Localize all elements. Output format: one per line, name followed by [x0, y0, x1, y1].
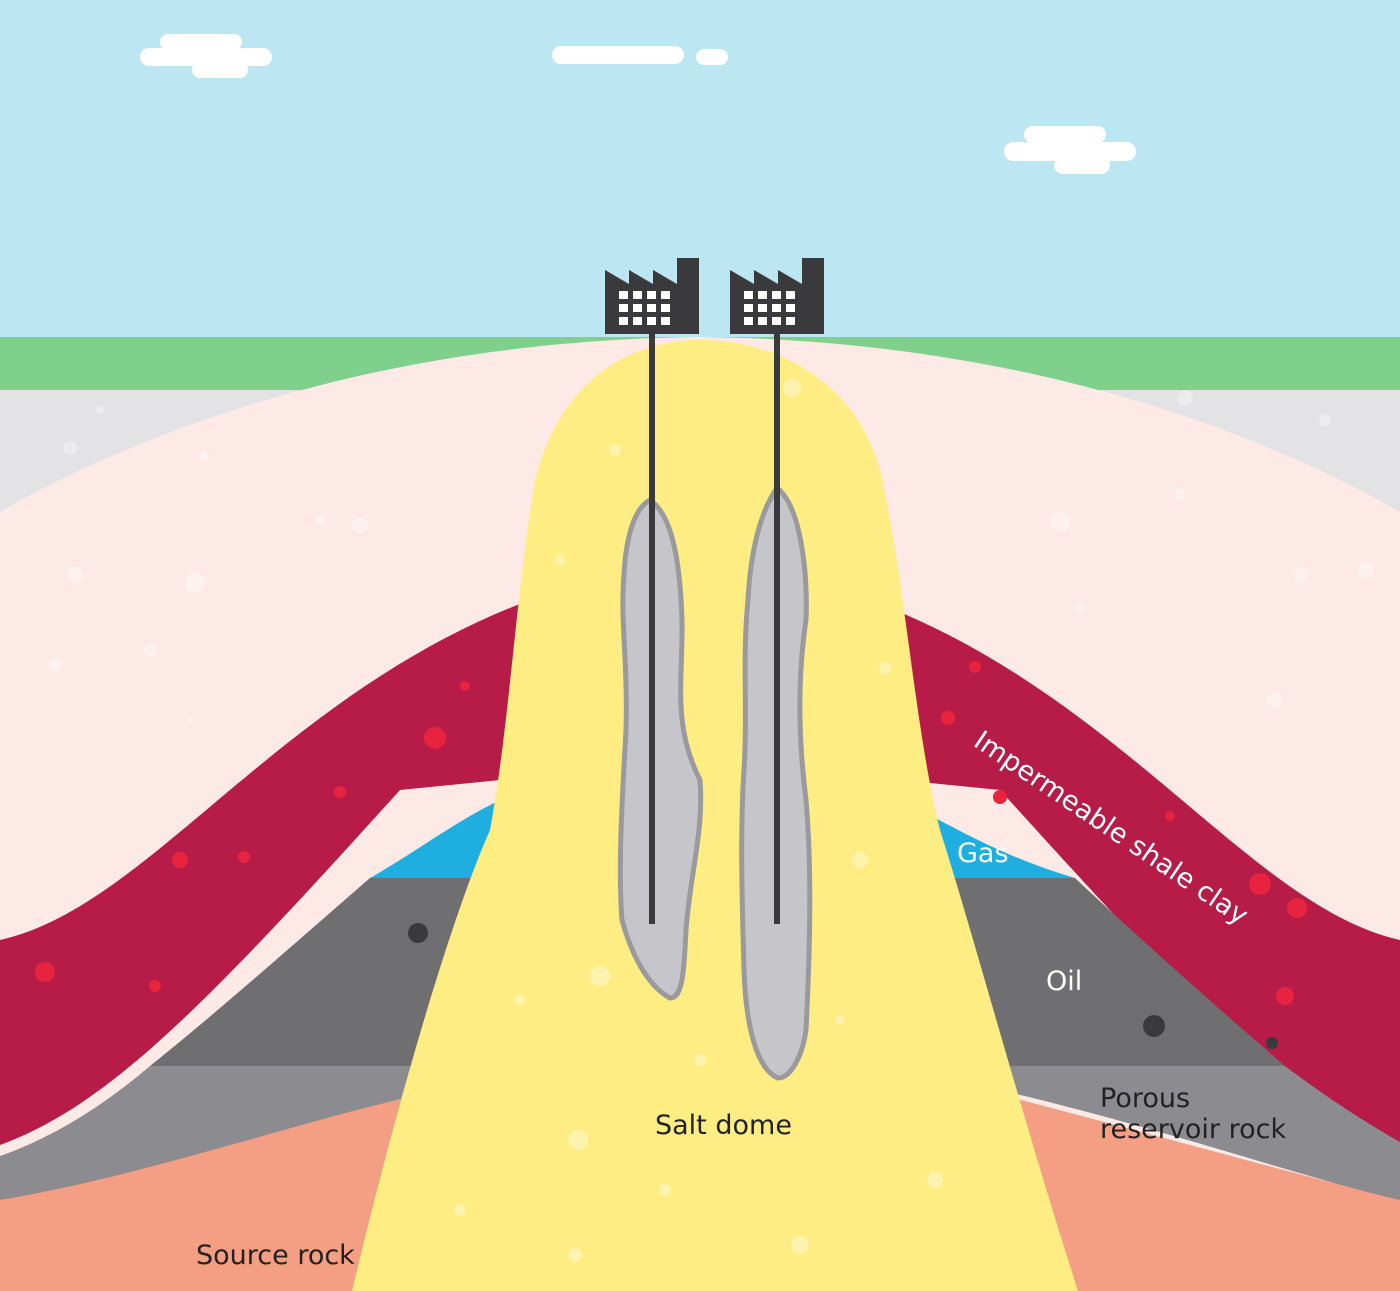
- salt-dome: [352, 340, 1078, 1291]
- shale-layer: [0, 560, 1400, 1145]
- factory-icon: [730, 258, 824, 334]
- cloud-icon: [552, 46, 728, 65]
- storage-cavern-left: [617, 497, 704, 1001]
- label-gas: Gas: [957, 838, 1009, 869]
- label-source-rock: Source rock: [196, 1240, 355, 1271]
- shale-texture: [35, 661, 1307, 1005]
- rock-texture: [49, 390, 1373, 724]
- label-salt-dome: Salt dome: [655, 1110, 792, 1141]
- cloud-icon: [1004, 126, 1136, 174]
- cloud-icon: [140, 34, 272, 78]
- label-reservoir-line1: Porous: [1100, 1083, 1190, 1114]
- salt-texture: [454, 379, 943, 1262]
- oil-texture: [408, 923, 1278, 1049]
- label-reservoir-line2: reservoir rock: [1100, 1114, 1286, 1145]
- well-pipe-right: [774, 330, 780, 924]
- label-oil: Oil: [1046, 966, 1082, 997]
- reservoir-rock-layer: [0, 1060, 1400, 1200]
- well-pipe-left: [649, 330, 655, 924]
- factory-icon: [605, 258, 699, 334]
